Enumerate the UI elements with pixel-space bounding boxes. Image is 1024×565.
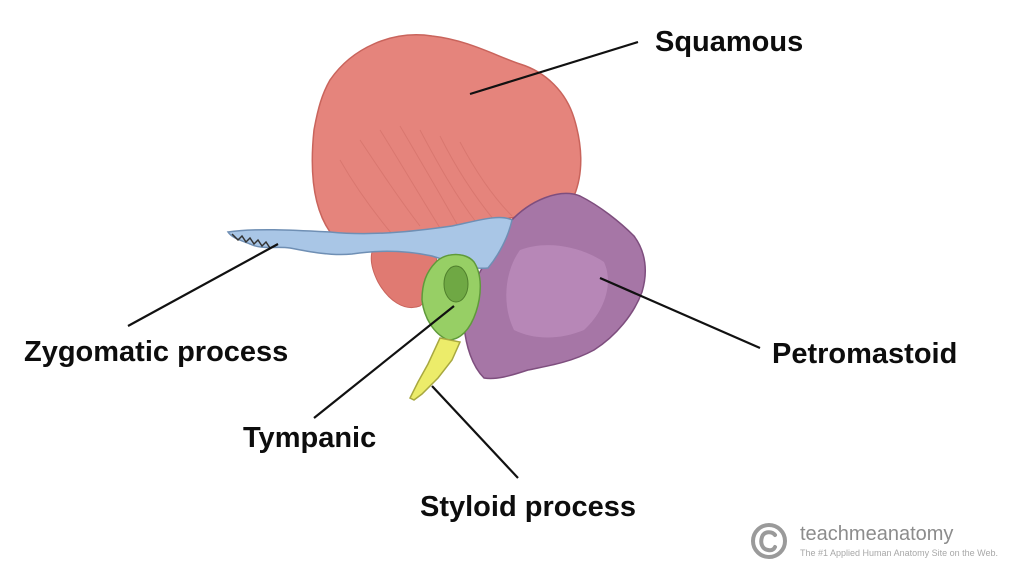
label-petromastoid: Petromastoid [772,338,958,370]
label-squamous: Squamous [655,26,804,58]
leader-line-squamous [469,40,639,96]
styloid-process-part [408,337,462,401]
watermark: teachmeanatomy The #1 Applied Human Anat… [750,522,1020,562]
label-styloid-process: Styloid process [420,491,636,523]
petromastoid-highlight [506,245,608,338]
label-zygomatic-process: Zygomatic process [24,336,289,368]
tympanic-meatus [443,265,469,303]
zygomatic-process-part [226,216,513,270]
leader-line-tympanic [313,305,455,419]
leader-line-styloid [431,385,519,479]
zygomatic-serrated-tip [231,233,271,249]
leader-line-zygomatic [127,243,279,327]
watermark-name: teachmeanatomy [800,523,954,545]
label-tympanic: Tympanic [243,422,377,454]
leader-line-petromastoid [599,276,761,350]
watermark-tagline: The #1 Applied Human Anatomy Site on the… [800,548,998,558]
squamous-texture [339,125,513,235]
copyright-icon [751,523,787,559]
leader-lines [127,40,761,479]
